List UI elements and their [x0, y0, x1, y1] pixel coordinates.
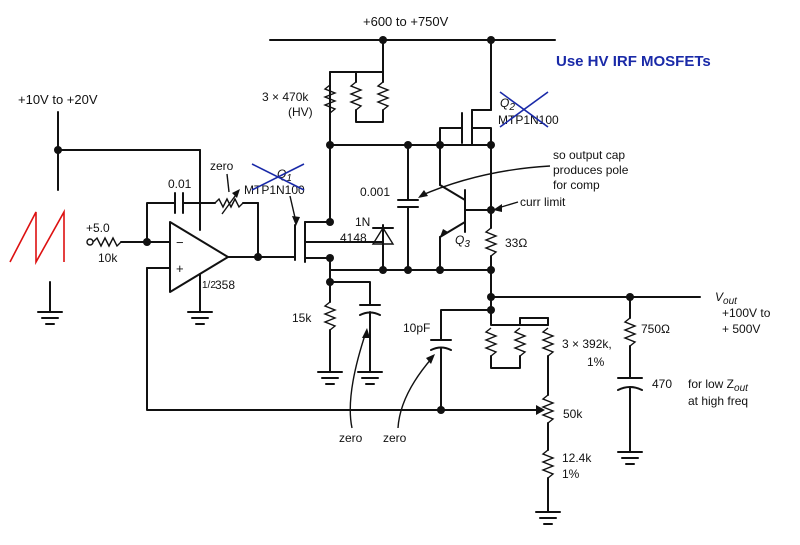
q1-mosfet [294, 144, 492, 274]
opamp-part-frac: 1/2 [202, 280, 216, 291]
zero-arrow-2 [397, 357, 433, 429]
input-resistor [86, 236, 171, 248]
pullup-type-label: (HV) [288, 105, 313, 119]
low-zout-network [617, 296, 643, 465]
opamp-part-label: 358 [215, 278, 235, 292]
vout-label: Vout [715, 290, 738, 307]
q1-label: Q1 [277, 167, 292, 184]
pullup-resistors [323, 39, 390, 146]
cap-note-line3: for comp [553, 178, 600, 192]
divider-resistors [484, 309, 555, 396]
lv-supply-rail [54, 111, 201, 231]
cap-10pf [430, 309, 492, 411]
opamp-minus: − [176, 235, 184, 250]
pullup-value-label: 3 × 470k [262, 90, 309, 104]
cap-note-arrow [419, 165, 551, 197]
vout-range-2: + 500V [722, 322, 760, 336]
q2-label: Q2 [500, 96, 515, 113]
lv-supply-label: +10V to +20V [18, 92, 98, 107]
q2-mosfet [439, 39, 495, 161]
q1-crossout-icon [251, 163, 305, 191]
cap-0.001-label: 0.001 [360, 185, 390, 199]
zero-arrow-1 [349, 331, 367, 429]
pot-label: 50k [563, 407, 583, 421]
hv-supply-label: +600 to +750V [363, 14, 449, 29]
opamp-plus: + [176, 261, 184, 276]
source-resistor-label: 15k [292, 311, 312, 325]
input-voltage-label: +5.0 [86, 221, 110, 235]
cap-10pf-label: 10pF [403, 321, 430, 335]
cap-note-line2: produces pole [553, 163, 629, 177]
vout-range-1: +100V to [722, 306, 771, 320]
cap-0.001 [397, 144, 419, 274]
resistor-12.4k-label: 12.4k [562, 451, 592, 465]
q3-label: Q3 [455, 233, 470, 250]
source-network [317, 257, 383, 385]
sense-resistor [484, 144, 498, 298]
feedback-network [146, 189, 259, 257]
sawtooth-waveform-icon [9, 208, 65, 266]
feedback-cap-label: 0.01 [168, 177, 192, 191]
q3-transistor [436, 144, 492, 274]
lowz-note-2: at high freq [688, 394, 748, 408]
divider-tol-label: 1% [587, 355, 605, 369]
hv-supply-rail [269, 36, 556, 44]
q2-part-label: MTP1N100 [498, 113, 559, 127]
lowz-note-1: for low Zout [688, 377, 749, 394]
resistor-750-label: 750Ω [641, 322, 670, 336]
output-node [487, 293, 701, 314]
curr-limit-label: curr limit [520, 195, 566, 209]
mosfet-note: Use HV IRF MOSFETs [556, 53, 711, 70]
cap-470-label: 470 [652, 377, 672, 391]
q2-crossout-icon [499, 91, 549, 128]
diode-1n4148 [371, 224, 395, 271]
diode-label-1: 1N [355, 215, 370, 229]
zero-label-2: zero [383, 431, 407, 445]
input-resistor-label: 10k [98, 251, 118, 265]
resistor-12.4k-tol: 1% [562, 467, 580, 481]
opamp-358 [146, 221, 296, 325]
resistor-12.4k [535, 449, 561, 525]
zero-label-top: zero [210, 159, 234, 173]
feedback-return-line [146, 267, 541, 411]
zero-label-1: zero [339, 431, 363, 445]
cap-note-line1: so output cap [553, 148, 625, 162]
pot-50k [541, 394, 555, 451]
sense-resistor-label: 33Ω [505, 236, 527, 250]
divider-value-label: 3 × 392k, [562, 337, 612, 351]
